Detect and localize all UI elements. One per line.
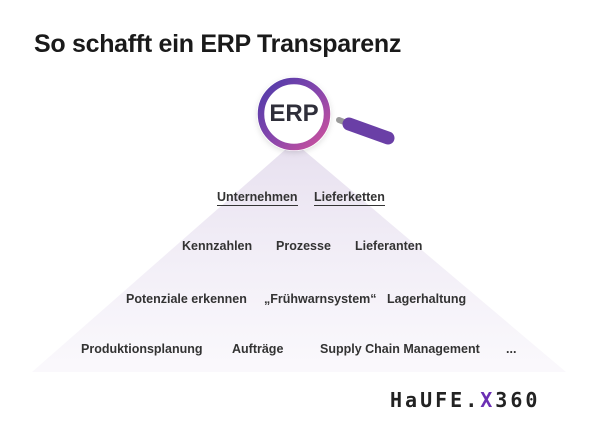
brand-logo: HaUFE.X360 <box>390 388 540 412</box>
brand-suffix: 360 <box>495 388 541 412</box>
brand-accent: X <box>480 388 496 412</box>
pyramid-shape <box>32 142 566 372</box>
term-produktionsplanung: Produktionsplanung <box>81 342 203 356</box>
magnifier-icon <box>257 77 331 151</box>
term-supply-chain: Supply Chain Management <box>320 342 480 356</box>
pyramid-row-1: Unternehmen Lieferketten <box>0 190 600 210</box>
term-lagerhaltung: Lagerhaltung <box>387 292 467 306</box>
term-fruehwarnsystem: „Frühwarnsystem“ <box>264 292 377 306</box>
pyramid-row-2: Kennzahlen Prozesse Lieferanten <box>0 239 600 259</box>
magnifier-handle <box>336 117 395 145</box>
term-potenziale: Potenziale erkennen <box>126 292 247 306</box>
pyramid-row-3: Potenziale erkennen „Frühwarnsystem“ Lag… <box>0 292 600 312</box>
pyramid-row-4: Produktionsplanung Aufträge Supply Chain… <box>0 342 600 362</box>
term-kennzahlen: Kennzahlen <box>182 239 253 253</box>
term-unternehmen: Unternehmen <box>217 190 298 206</box>
term-auftraege: Aufträge <box>232 342 284 356</box>
brand-main: HaUFE. <box>390 388 481 412</box>
term-lieferketten: Lieferketten <box>314 190 385 206</box>
page-title: So schafft ein ERP Transparenz <box>34 30 402 58</box>
term-prozesse: Prozesse <box>276 239 331 253</box>
term-ellipsis: ... <box>506 342 517 356</box>
term-lieferanten: Lieferanten <box>355 239 423 253</box>
erp-label: ERP <box>269 100 319 127</box>
